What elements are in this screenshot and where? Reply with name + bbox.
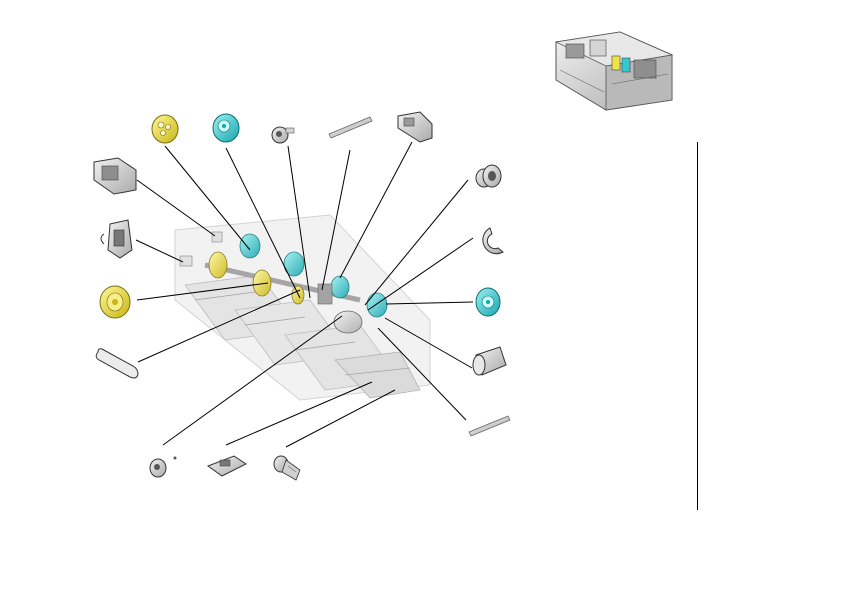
drive-belt-icon bbox=[95, 348, 139, 379]
clip-bracket-icon bbox=[93, 157, 137, 195]
pin-shaft-icon bbox=[328, 116, 373, 139]
sleeve-icon bbox=[472, 346, 507, 376]
plate-icon bbox=[206, 455, 247, 477]
main-assembly bbox=[174, 214, 431, 401]
sensor-bracket-icon bbox=[100, 219, 133, 259]
bracket-icon bbox=[397, 111, 433, 143]
cyan-gear-icon bbox=[212, 113, 240, 143]
frame-divider-line bbox=[697, 142, 698, 510]
yellow-pulley-icon bbox=[99, 285, 131, 319]
overview-thumbnail bbox=[554, 31, 674, 111]
e-ring-icon bbox=[482, 227, 504, 255]
yellow-gear-icon bbox=[151, 114, 179, 144]
cyan-gear-icon bbox=[475, 287, 501, 317]
screw-icon bbox=[273, 455, 301, 481]
leader-lines bbox=[135, 141, 474, 448]
flanged-bushing-icon bbox=[475, 164, 502, 188]
pin-shaft-icon bbox=[468, 415, 511, 437]
bushing-icon bbox=[271, 126, 295, 144]
bearing-icon bbox=[149, 456, 177, 478]
